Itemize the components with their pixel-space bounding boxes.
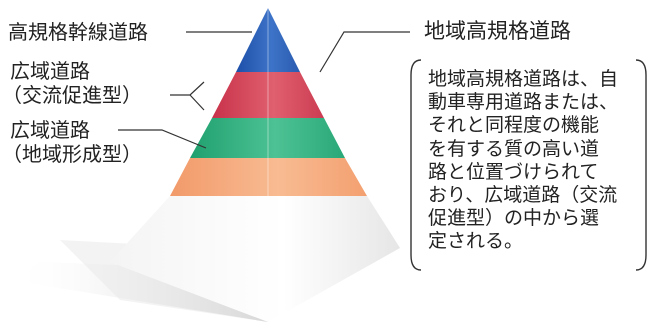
description-text: 地域高規格道路は、自 動車専用道路または、 それと同程度の機能 を有する質の高い… <box>428 68 628 254</box>
bracket-left <box>410 59 422 271</box>
leader-middle <box>170 81 205 96</box>
description-line: 動車専用道路または、 <box>428 91 619 114</box>
label-middle-line2: （交流促進型） <box>2 83 142 107</box>
leader-middle-2 <box>189 94 205 111</box>
tier-top-blue <box>236 8 300 72</box>
leader-lower <box>118 129 207 149</box>
tier-second-red <box>212 72 324 118</box>
leader-right <box>319 31 410 73</box>
tier-third-green <box>190 118 345 158</box>
label-lower-line1: 広域道路 <box>10 118 90 142</box>
label-top-tier: 高規格幹線道路 <box>8 20 148 44</box>
bracket-right <box>635 59 647 271</box>
description-line: 定される。 <box>428 230 524 253</box>
label-middle-line1: 広域道路 <box>10 59 90 83</box>
description-line: を有する質の高い道 <box>428 137 600 160</box>
description-line: それと同程度の機能 <box>428 114 600 137</box>
label-right-title: 地域高規格道路 <box>424 19 571 43</box>
label-lower-line2: （地域形成型） <box>2 142 142 166</box>
description-line: おり、広域道路（交流 <box>428 184 618 207</box>
description-line: 促進型）の中から選 <box>428 207 600 230</box>
description-line: 地域高規格道路は、自 <box>428 68 619 90</box>
tier-fourth-orange <box>170 158 367 196</box>
description-line: 路と位置づけられて <box>428 160 599 183</box>
tier-base-white <box>110 196 400 322</box>
